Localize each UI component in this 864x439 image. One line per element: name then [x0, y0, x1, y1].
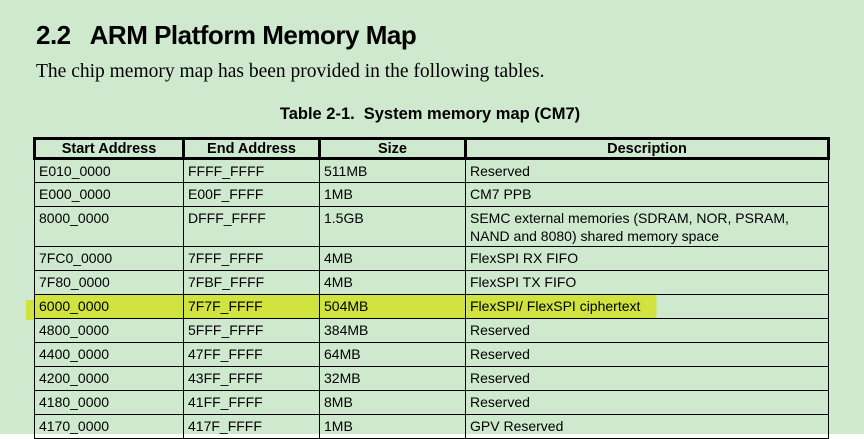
- memory-map-table: Start Address End Address Size Descripti…: [33, 137, 830, 439]
- table-header-row: Start Address End Address Size Descripti…: [33, 137, 830, 160]
- column-header-end-address: End Address: [182, 137, 321, 160]
- table-row: 7F80_0000 7FBF_FFFF 4MB FlexSPI TX FIFO: [34, 270, 829, 295]
- end-address-cell: 7F7F_FFFF: [183, 294, 320, 319]
- description-cell: GPV Reserved: [465, 414, 829, 439]
- start-address-cell: 4170_0000: [34, 414, 184, 439]
- description-cell: FlexSPI/ FlexSPI ciphertext: [465, 294, 829, 319]
- table-row: 4400_0000 47FF_FFFF 64MB Reserved: [34, 342, 829, 367]
- end-address-cell: 47FF_FFFF: [183, 342, 320, 367]
- start-address-cell: E000_0000: [34, 182, 184, 207]
- description-cell: FlexSPI TX FIFO: [465, 270, 829, 295]
- table-row: 8000_0000 DFFF_FFFF 1.5GB SEMC external …: [34, 206, 829, 247]
- size-cell: 8MB: [319, 390, 466, 415]
- highlight-overhang: [26, 300, 34, 320]
- start-address-cell: 8000_0000: [34, 206, 184, 247]
- table-row: E000_0000 E00F_FFFF 1MB CM7 PPB: [34, 182, 829, 207]
- column-header-size: Size: [318, 137, 467, 160]
- start-address-cell: 6000_0000: [34, 294, 184, 319]
- size-cell: 64MB: [319, 342, 466, 367]
- intro-paragraph: The chip memory map has been provided in…: [36, 61, 545, 82]
- start-address-cell: 4800_0000: [34, 318, 184, 343]
- end-address-cell: 5FFF_FFFF: [183, 318, 320, 343]
- start-address-cell: E010_0000: [34, 158, 184, 183]
- description-cell: CM7 PPB: [465, 182, 829, 207]
- start-address-cell: 7F80_0000: [34, 270, 184, 295]
- start-address-cell: 7FC0_0000: [34, 246, 184, 271]
- column-header-start-address: Start Address: [33, 137, 185, 160]
- size-cell: 384MB: [319, 318, 466, 343]
- end-address-cell: 43FF_FFFF: [183, 366, 320, 391]
- size-cell: 4MB: [319, 246, 466, 271]
- start-address-cell: 4180_0000: [34, 390, 184, 415]
- size-cell: 1MB: [319, 182, 466, 207]
- table-caption-label: Table 2-1.: [279, 105, 355, 123]
- table-row: E010_0000 FFFF_FFFF 511MB Reserved: [34, 158, 829, 183]
- start-address-cell: 4400_0000: [34, 342, 184, 367]
- table-row: 4170_0000 417F_FFFF 1MB GPV Reserved: [34, 414, 829, 439]
- size-cell: 1.5GB: [319, 206, 466, 247]
- description-cell: FlexSPI RX FIFO: [465, 246, 829, 271]
- table-row: 4180_0000 41FF_FFFF 8MB Reserved: [34, 390, 829, 415]
- table-caption-title: System memory map (CM7): [363, 105, 581, 123]
- size-cell: 4MB: [319, 270, 466, 295]
- description-cell: Reserved: [465, 158, 829, 183]
- table-row: 7FC0_0000 7FFF_FFFF 4MB FlexSPI RX FIFO: [34, 246, 829, 271]
- description-cell: SEMC external memories (SDRAM, NOR, PSRA…: [465, 206, 829, 247]
- column-header-description: Description: [464, 137, 830, 160]
- start-address-cell: 4200_0000: [34, 366, 184, 391]
- size-cell: 511MB: [319, 158, 466, 183]
- size-cell: 1MB: [319, 414, 466, 439]
- size-cell: 504MB: [319, 294, 466, 319]
- section-title: ARM Platform Memory Map: [89, 20, 417, 50]
- table-row: 4800_0000 5FFF_FFFF 384MB Reserved: [34, 318, 829, 343]
- size-cell: 32MB: [319, 366, 466, 391]
- section-heading: 2.2 ARM Platform Memory Map: [36, 20, 417, 51]
- description-cell: Reserved: [465, 390, 829, 415]
- end-address-cell: 417F_FFFF: [183, 414, 320, 439]
- table-caption: Table 2-1. System memory map (CM7): [33, 105, 827, 124]
- end-address-cell: FFFF_FFFF: [183, 158, 320, 183]
- table-row: 6000_0000 7F7F_FFFF 504MB FlexSPI/ FlexS…: [34, 294, 829, 319]
- table-body: E010_0000 FFFF_FFFF 511MB Reserved E000_…: [34, 158, 829, 439]
- section-number: 2.2: [36, 20, 71, 50]
- end-address-cell: E00F_FFFF: [183, 182, 320, 207]
- end-address-cell: DFFF_FFFF: [183, 206, 320, 247]
- description-cell: Reserved: [465, 342, 829, 367]
- end-address-cell: 7FBF_FFFF: [183, 270, 320, 295]
- description-cell: Reserved: [465, 366, 829, 391]
- end-address-cell: 41FF_FFFF: [183, 390, 320, 415]
- end-address-cell: 7FFF_FFFF: [183, 246, 320, 271]
- table-row: 4200_0000 43FF_FFFF 32MB Reserved: [34, 366, 829, 391]
- description-cell: Reserved: [465, 318, 829, 343]
